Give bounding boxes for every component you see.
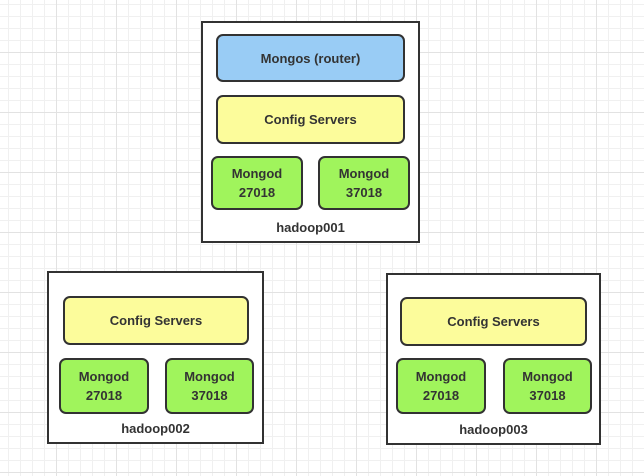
mongod-label: Mongod (522, 369, 573, 384)
mongod-port: 27018 (238, 185, 276, 200)
mongod-27018-node: Mongod 27018 (59, 358, 149, 414)
mongod-37018-node: Mongod 37018 (503, 358, 592, 414)
mongod-label: Mongod (415, 369, 467, 384)
mongod-label: Mongod (338, 166, 390, 181)
mongod-port: 27018 (85, 388, 123, 403)
host-box-hadoop003: Config Servers Mongod 27018 Mongod 37018… (386, 273, 601, 445)
host-box-hadoop001: Mongos (router) Config Servers Mongod 27… (201, 21, 420, 243)
mongod-label: Mongod (184, 369, 235, 384)
mongod-label: Mongod (231, 166, 283, 181)
mongos-router-label: Mongos (router) (260, 50, 361, 66)
mongod-port: 37018 (191, 388, 228, 403)
host-name-label: hadoop002 (121, 421, 190, 436)
mongod-37018-node: Mongod 37018 (318, 156, 410, 210)
config-servers-node: Config Servers (216, 95, 405, 144)
mongod-port: 37018 (345, 185, 383, 200)
host-name-label: hadoop001 (276, 220, 345, 235)
config-servers-node: Config Servers (400, 297, 587, 346)
mongod-27018-node: Mongod 27018 (211, 156, 303, 210)
mongod-label: Mongod (78, 369, 130, 384)
mongos-router-node: Mongos (router) (216, 34, 405, 82)
config-servers-label: Config Servers (447, 314, 540, 329)
host-name-label: hadoop003 (459, 422, 528, 437)
mongod-port: 27018 (422, 388, 460, 403)
config-servers-label: Config Servers (109, 313, 203, 328)
host-box-hadoop002: Config Servers Mongod 27018 Mongod 37018… (47, 271, 264, 444)
config-servers-label: Config Servers (264, 112, 357, 127)
mongod-27018-node: Mongod 27018 (396, 358, 486, 414)
mongod-37018-node: Mongod 37018 (165, 358, 254, 414)
config-servers-node: Config Servers (63, 296, 249, 345)
mongod-port: 37018 (529, 388, 566, 403)
